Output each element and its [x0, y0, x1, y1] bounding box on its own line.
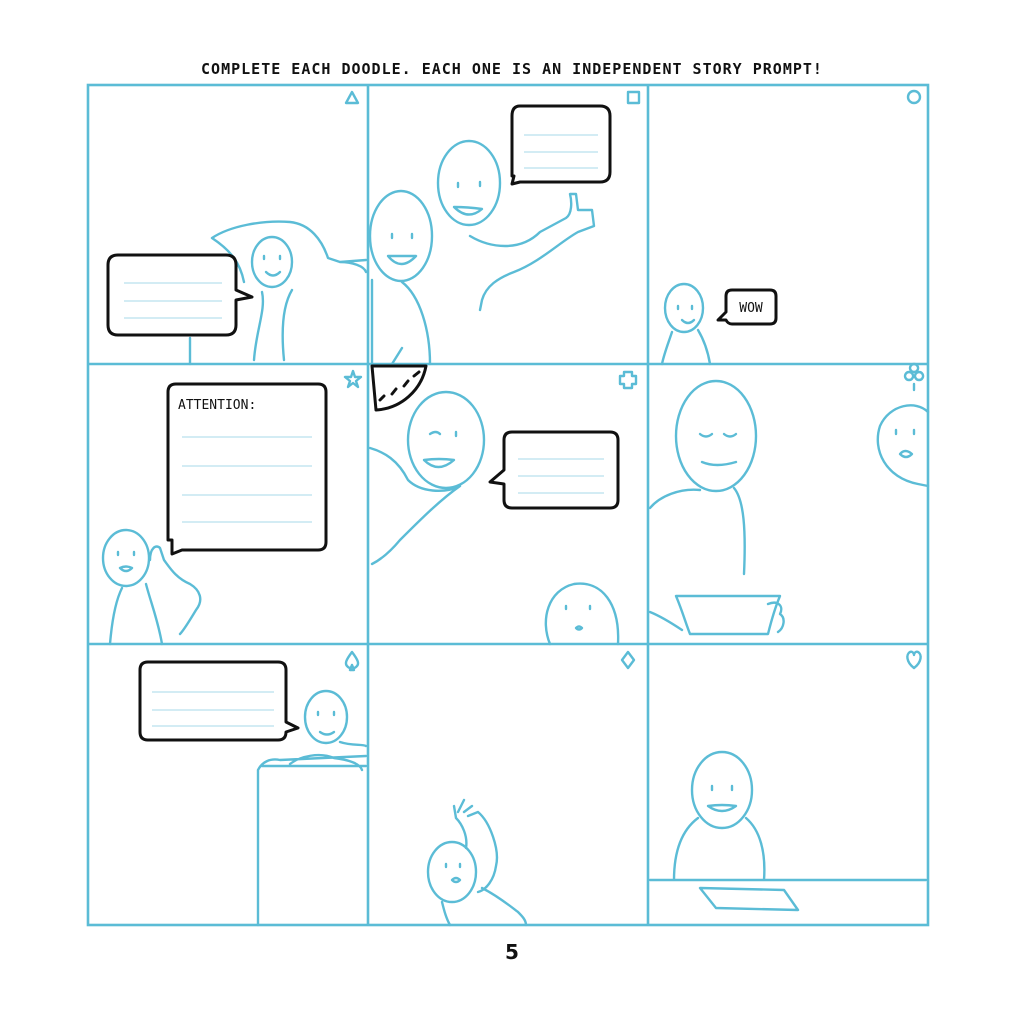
doodle-hand-shout [108, 545, 202, 646]
speech-bubble [138, 660, 300, 742]
doodle-head [406, 390, 486, 490]
diamond-icon [620, 650, 636, 670]
panel-4: ATTENTION: [101, 369, 363, 646]
panel-7 [138, 650, 368, 927]
speech-bubble: ATTENTION: [166, 382, 328, 556]
doodle-head [544, 582, 620, 646]
doodle-head [426, 840, 478, 904]
speech-bubble [488, 430, 620, 510]
page-title: COMPLETE EACH DOODLE. EACH ONE IS AN IND… [201, 60, 823, 78]
bubble-text: WOW [739, 301, 763, 316]
doodle-head [250, 235, 294, 289]
triangle-icon [344, 90, 360, 105]
doodle-arm-wave [440, 798, 528, 927]
cross-icon [618, 370, 638, 390]
speech-bubble: WOW [716, 288, 778, 326]
page-number: 5 [505, 940, 519, 964]
panel-3: WOW [660, 89, 922, 366]
doodle-head [436, 139, 502, 227]
doodle-protractor [370, 364, 428, 412]
star-icon [343, 369, 363, 389]
doodle-head [876, 404, 930, 488]
heart-icon [906, 650, 922, 670]
doodle-arm-thumbs-up [468, 192, 596, 312]
panel-9 [648, 650, 928, 912]
bubble-text: ATTENTION: [178, 398, 256, 413]
grid-frame [86, 83, 930, 927]
doodle-head [663, 282, 705, 334]
doodle-head [101, 528, 151, 588]
club-icon [903, 362, 925, 392]
speech-bubble [510, 104, 612, 186]
doodle-head [690, 750, 754, 830]
panel-1 [106, 90, 368, 366]
panel-5 [368, 364, 638, 646]
panel-2 [368, 90, 641, 366]
panel-6 [648, 362, 930, 636]
doodle-head [303, 689, 349, 745]
doodle-head [368, 189, 434, 283]
speech-bubble [106, 253, 254, 337]
square-icon [626, 90, 641, 105]
doodle-head [674, 379, 758, 493]
panel-8 [426, 650, 636, 927]
spade-icon [344, 650, 360, 672]
circle-icon [906, 89, 922, 105]
